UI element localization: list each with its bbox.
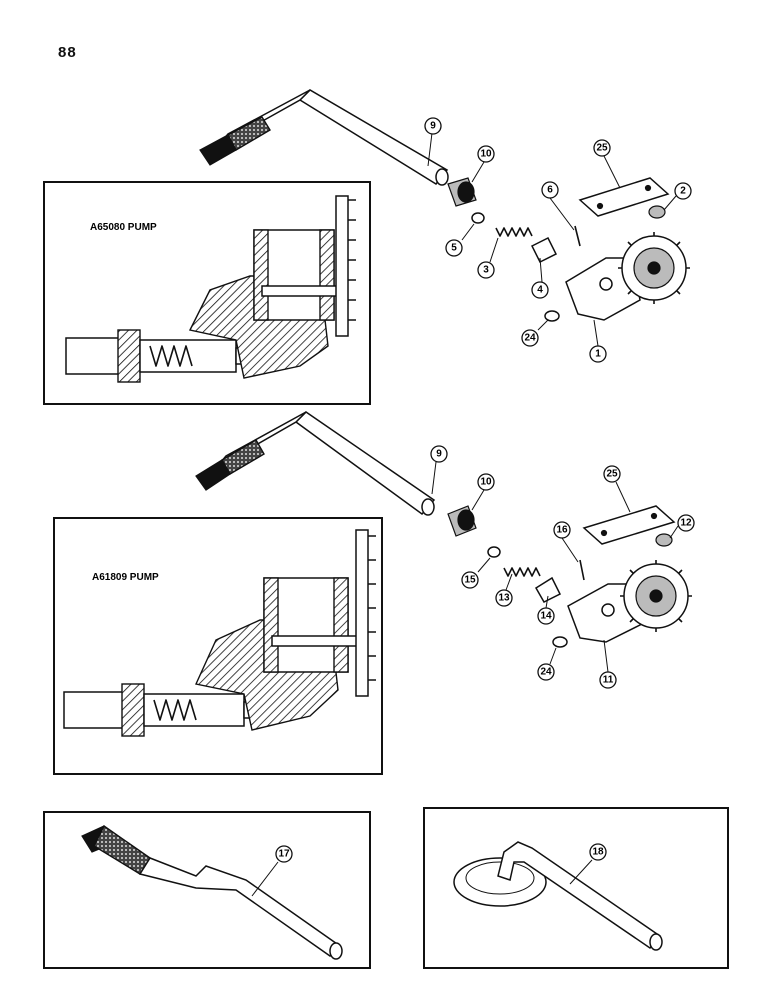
plunger-top bbox=[530, 236, 558, 264]
suction-tube-top bbox=[199, 89, 449, 186]
panel-suction-tube-18 bbox=[423, 807, 729, 969]
callout-middle-11: 11 bbox=[599, 671, 617, 689]
svg-text:11: 11 bbox=[603, 675, 614, 686]
callout-middle-13: 13 bbox=[495, 589, 513, 607]
callout-top-5: 5 bbox=[445, 239, 463, 257]
callout-middle-14: 14 bbox=[537, 607, 555, 625]
svg-text:17: 17 bbox=[278, 849, 290, 860]
suction-tube-17 bbox=[81, 824, 343, 960]
callout-middle-12: 12 bbox=[677, 514, 695, 532]
svg-text:1: 1 bbox=[595, 349, 601, 360]
callout-top-1: 1 bbox=[589, 345, 607, 363]
panel-a61809 bbox=[53, 517, 383, 775]
o-ring-middle bbox=[552, 636, 568, 648]
spring-top bbox=[495, 227, 533, 237]
callout-middle-9: 9 bbox=[430, 445, 448, 463]
svg-text:15: 15 bbox=[464, 575, 476, 586]
panel-a65080 bbox=[43, 181, 371, 405]
label-a65080: A65080 PUMP bbox=[90, 222, 157, 233]
leader-lines bbox=[251, 132, 679, 897]
svg-text:13: 13 bbox=[498, 593, 510, 604]
nut-middle bbox=[655, 533, 673, 547]
fitting-top bbox=[447, 177, 477, 207]
callout-top-10: 10 bbox=[477, 145, 495, 163]
ball-middle bbox=[487, 546, 501, 558]
callout-top-24: 24 bbox=[521, 329, 539, 347]
middle-pump-assembly bbox=[195, 411, 692, 648]
o-ring-top bbox=[544, 310, 560, 322]
callout-top-4: 4 bbox=[531, 281, 549, 299]
svg-text:12: 12 bbox=[680, 518, 692, 529]
svg-text:14: 14 bbox=[540, 611, 552, 622]
svg-text:5: 5 bbox=[451, 243, 457, 254]
label-a61809: A61809 PUMP bbox=[92, 572, 159, 583]
page-number: 88 bbox=[58, 44, 77, 61]
svg-text:24: 24 bbox=[524, 333, 536, 344]
svg-text:18: 18 bbox=[592, 847, 604, 858]
top-pump-assembly bbox=[199, 89, 690, 322]
spring-middle bbox=[503, 567, 541, 577]
svg-text:9: 9 bbox=[430, 121, 436, 132]
cutaway-a61809 bbox=[63, 529, 376, 737]
pump-body-middle bbox=[567, 560, 692, 643]
callout-middle-24: 24 bbox=[537, 663, 555, 681]
cotter-pin-middle bbox=[579, 559, 585, 581]
svg-text:3: 3 bbox=[483, 265, 489, 276]
pump-body-top bbox=[565, 232, 690, 321]
svg-text:24: 24 bbox=[540, 667, 552, 678]
callout-middle-25: 25 bbox=[603, 465, 621, 483]
callout-middle-10: 10 bbox=[477, 473, 495, 491]
plunger-middle bbox=[534, 576, 562, 603]
ball-top bbox=[471, 212, 485, 224]
callouts-top: 9 10 25 6 2 5 3 4 24 1 bbox=[424, 117, 692, 363]
callouts-middle: 9 10 25 16 12 15 13 14 24 11 bbox=[430, 445, 695, 689]
callout-bottom-18: 18 bbox=[589, 843, 607, 861]
callout-bottom-17: 17 bbox=[275, 845, 293, 863]
svg-text:10: 10 bbox=[480, 477, 492, 488]
callout-middle-16: 16 bbox=[553, 521, 571, 539]
panel-suction-tube-17 bbox=[43, 811, 371, 969]
svg-text:2: 2 bbox=[680, 186, 686, 197]
callout-middle-15: 15 bbox=[461, 571, 479, 589]
svg-text:6: 6 bbox=[547, 185, 553, 196]
callout-top-2: 2 bbox=[674, 182, 692, 200]
cutaway-a65080 bbox=[65, 195, 356, 383]
svg-text:25: 25 bbox=[596, 143, 608, 154]
callout-top-9: 9 bbox=[424, 117, 442, 135]
nut-top bbox=[648, 205, 666, 219]
callout-top-3: 3 bbox=[477, 261, 495, 279]
suction-tube-18 bbox=[453, 841, 663, 951]
callout-top-6: 6 bbox=[541, 181, 559, 199]
svg-text:16: 16 bbox=[556, 525, 568, 536]
suction-tube-middle bbox=[195, 411, 436, 516]
svg-text:9: 9 bbox=[436, 449, 442, 460]
svg-text:4: 4 bbox=[537, 285, 543, 296]
cotter-pin-top bbox=[574, 225, 581, 247]
fitting-middle bbox=[447, 505, 477, 537]
callout-top-25: 25 bbox=[593, 139, 611, 157]
svg-text:25: 25 bbox=[606, 469, 618, 480]
svg-text:10: 10 bbox=[480, 149, 492, 160]
